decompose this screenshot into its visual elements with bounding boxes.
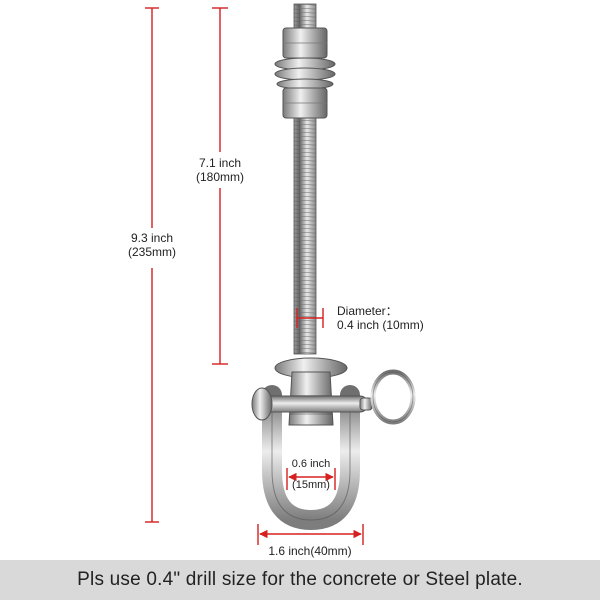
diameter-dimension — [296, 308, 324, 328]
diameter-value: 0.4 inch (10mm) — [337, 318, 424, 332]
overall-length-inch: 9.3 inch — [130, 231, 174, 245]
inner-width-label-top: 0.6 inch — [281, 457, 341, 471]
bottom-banner: Pls use 0.4" drill size for the concrete… — [0, 560, 600, 600]
thread-length-dimension — [212, 7, 228, 365]
diameter-label: Diameter： 0.4 inch (10mm) — [337, 304, 424, 332]
inner-width-dimension — [286, 468, 336, 490]
shackle — [251, 385, 373, 531]
outer-width-text: 1.6 inch(40mm) — [268, 544, 352, 558]
inner-width-label-bottom: (15mm) — [281, 478, 341, 492]
outer-width-label: 1.6 inch(40mm) — [245, 544, 375, 558]
overall-length-dimension — [145, 7, 159, 523]
overall-length-mm: (235mm) — [127, 245, 176, 259]
inner-width-inch: 0.6 inch — [291, 458, 331, 470]
thread-length-label: 7.1 inch (180mm) — [182, 156, 258, 184]
nut-and-washer-stack — [274, 27, 336, 119]
thread-length-mm: (180mm) — [195, 170, 244, 184]
split-ring-icon — [370, 369, 416, 425]
outer-width-dimension — [257, 524, 364, 545]
diameter-title: Diameter： — [337, 304, 398, 318]
inner-width-mm: (15mm) — [292, 479, 330, 491]
overall-length-label: 9.3 inch (235mm) — [114, 231, 190, 259]
thread-length-inch: 7.1 inch — [198, 156, 242, 170]
banner-text: Pls use 0.4" drill size for the concrete… — [77, 569, 523, 590]
swivel-base — [274, 357, 348, 426]
